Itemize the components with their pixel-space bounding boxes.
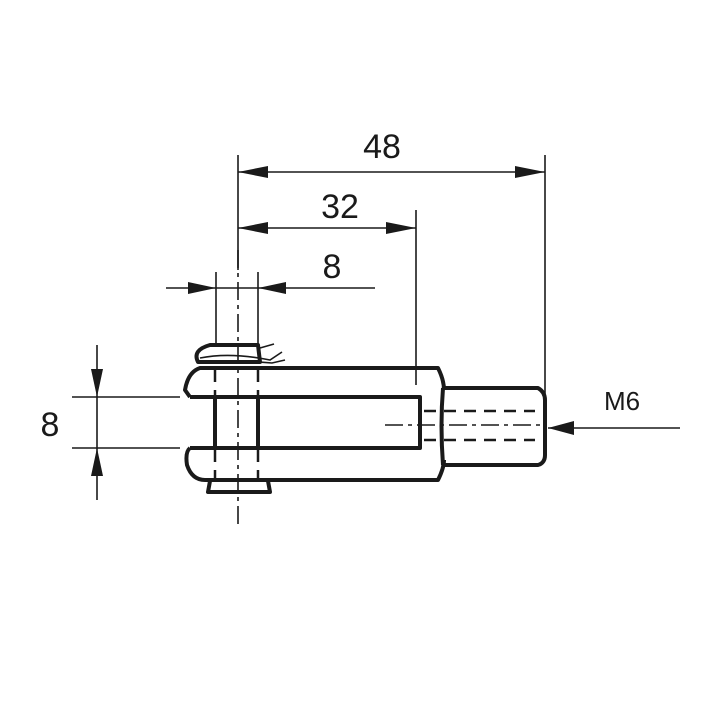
dimension-8-pin: 8 (166, 248, 375, 294)
dimension-8-pin-label: 8 (323, 248, 342, 286)
dimension-8-slot: 8 (41, 345, 103, 500)
dimension-48-label: 48 (363, 128, 401, 166)
thread-callout: M6 (548, 386, 680, 435)
extension-lines (72, 155, 546, 449)
dimension-32-label: 32 (321, 188, 359, 226)
dimension-8-slot-label: 8 (41, 406, 60, 444)
spring-clip (194, 343, 286, 364)
dimension-32: 32 (238, 188, 416, 234)
clevis-body (183, 366, 547, 482)
thread-label: M6 (604, 386, 640, 416)
dimension-48: 48 (238, 128, 545, 178)
clevis-pin (206, 250, 272, 525)
